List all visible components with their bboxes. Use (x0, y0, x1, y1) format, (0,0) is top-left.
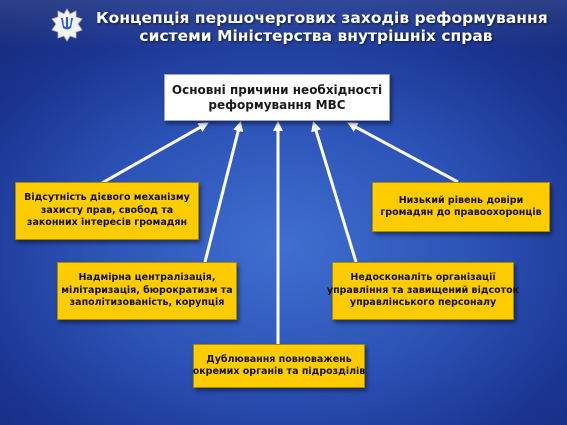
main-reason-box: Основні причини необхідності реформуванн… (164, 74, 390, 121)
cause-box-4: Недосконаліть організації управління та … (327, 262, 519, 320)
cause-text: заполітизованість, корупція (69, 297, 225, 309)
cause-text: громадян до правоохоронців (380, 207, 542, 218)
cause-text: управлінського персоналу (349, 297, 497, 309)
cause-text: захисту прав, свобод та (40, 204, 174, 216)
cause-text: управління та завищений відсоток (326, 284, 520, 296)
cause-box-2: Надмірна централізація, мілітаризація, б… (57, 262, 237, 320)
cause-text: законних інтересів громадян (26, 217, 188, 229)
arrow-1 (101, 122, 209, 185)
title-line-2: системи Міністерства внутрішніх справ (139, 27, 493, 45)
cause-box-1: Відсутність дієвого механізму захисту пр… (15, 182, 199, 240)
cause-text: окремих органів та підрозділів (192, 366, 366, 377)
cause-text: мілітаризація, бюрократизм та (61, 284, 233, 296)
main-reason-line-2: реформування МВС (208, 97, 346, 112)
cause-box-3: Дублювання повноважень окремих органів т… (193, 344, 365, 388)
cause-text: Дублювання повноважень (206, 353, 352, 365)
cause-text: Низький рівень довіри (398, 194, 524, 206)
arrow-2 (203, 121, 244, 263)
trident-emblem-icon (51, 8, 83, 42)
cause-text: Надмірна централізація, (78, 272, 216, 284)
arrow-5 (347, 122, 459, 184)
cause-text: Відсутність дієвого механізму (24, 192, 190, 204)
title-line-1: Концепція першочергових заходів реформув… (96, 9, 548, 27)
cause-box-5: Низький рівень довіри громадян до правоо… (372, 182, 550, 232)
header-band (0, 0, 567, 50)
arrow-4 (311, 121, 358, 263)
main-reason-line-1: Основні причини необхідності (171, 82, 383, 97)
cause-text: Недосконаліть організації (350, 272, 496, 284)
page-title: Концепція першочергових заходів реформув… (96, 9, 548, 45)
